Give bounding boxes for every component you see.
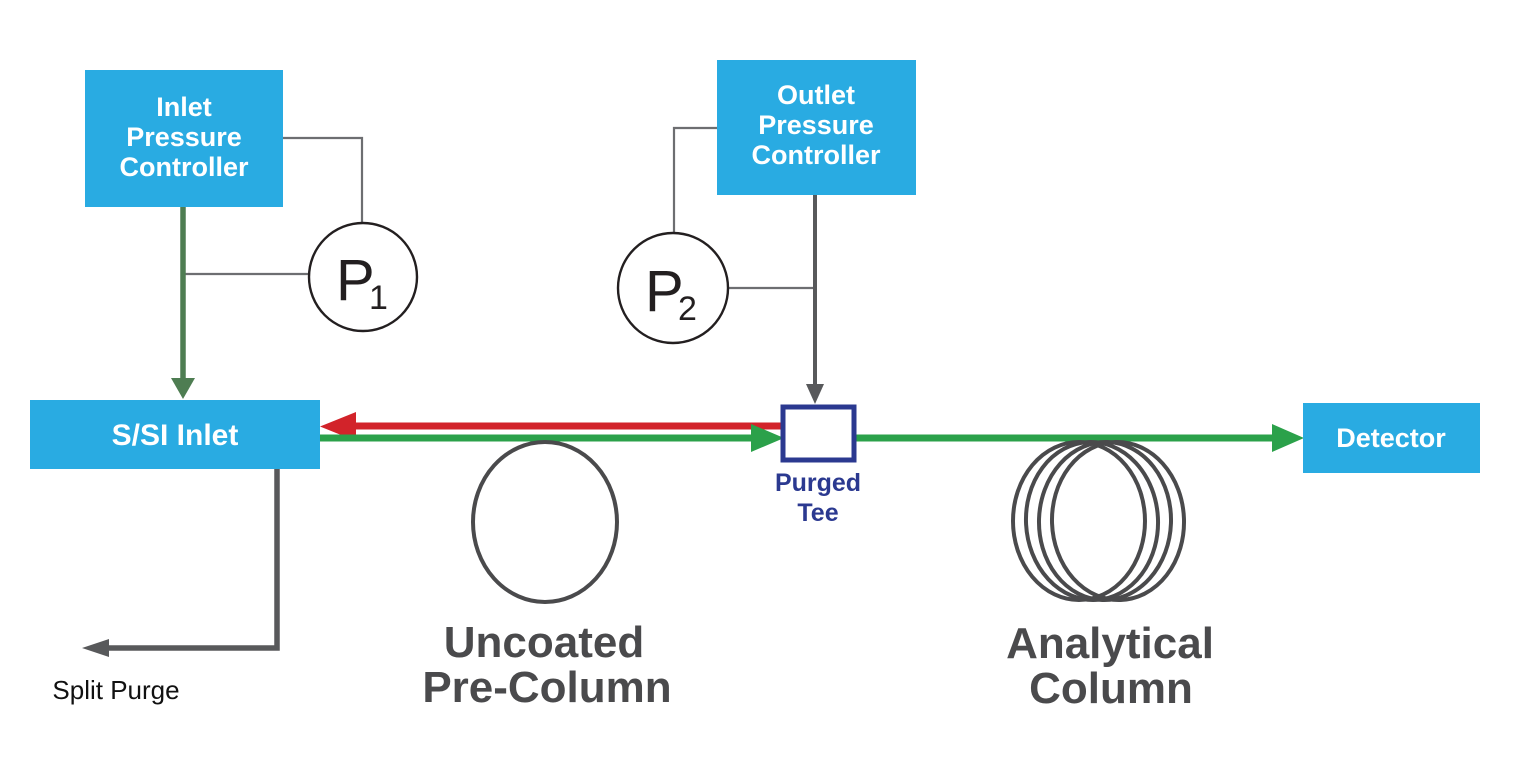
analytical-column-coil-icon (1011, 440, 1187, 602)
p1-gauge-circle-icon (307, 221, 419, 333)
split-purge-arrowhead-icon (82, 639, 109, 657)
purged-tee-label-line2: Tee (797, 499, 838, 527)
inlet-pressure-controller-box (85, 70, 283, 207)
detector-node: Detector (1303, 403, 1480, 473)
ssi-inlet-node: S/SI Inlet (30, 400, 320, 469)
outlet-pressure-controller-label-line2: Pressure (758, 110, 874, 140)
forward-flow-arrowhead-detector-icon (1272, 424, 1304, 452)
pressure-gauge-p2: P 2 (616, 231, 730, 345)
p2-gauge-letter: P (645, 259, 684, 324)
detector-box (1303, 403, 1480, 473)
uncoated-precolumn-coil-icon (471, 440, 619, 604)
purged-tee-node: Purged Tee (775, 404, 861, 527)
forward-flow-arrowhead-tee-icon (751, 424, 784, 452)
p2-gauge-circle-icon (616, 231, 730, 345)
p1-gauge-subscript: 1 (369, 279, 388, 317)
uncoated-precolumn-label-line1: Uncoated (444, 618, 644, 667)
inlet-pressure-controller-label-line2: Pressure (126, 122, 242, 152)
outlet-controller-to-p2-connector (672, 126, 717, 232)
split-purge-line (106, 469, 280, 651)
inlet-controller-to-p1-connector (283, 136, 364, 222)
purged-tee-label-line1: Purged (775, 469, 861, 497)
analytical-column-label-line1: Analytical (1006, 619, 1214, 668)
outlet-pressure-controller-node: Outlet Pressure Controller (717, 60, 916, 195)
outlet-controller-to-tee-arrowhead-icon (806, 384, 824, 404)
inlet-pressure-controller-label-line1: Inlet (156, 92, 212, 122)
p2-gauge-subscript: 2 (678, 290, 697, 328)
outlet-pressure-controller-box (717, 60, 916, 195)
outlet-pressure-controller-label-line3: Controller (751, 140, 880, 170)
ssi-inlet-label: S/SI Inlet (112, 419, 239, 452)
ssi-inlet-box (30, 400, 320, 469)
uncoated-precolumn-label-line2: Pre-Column (422, 663, 671, 712)
p1-gauge-letter: P (336, 248, 375, 313)
inlet-pressure-controller-label-line3: Controller (119, 152, 248, 182)
pressure-gauge-p1: P 1 (307, 221, 419, 333)
detector-label: Detector (1336, 423, 1446, 453)
inlet-pressure-controller-node: Inlet Pressure Controller (85, 70, 283, 207)
split-purge-label: Split Purge (52, 675, 179, 705)
outlet-pressure-controller-label-line1: Outlet (777, 80, 855, 110)
backflush-arrowhead-icon (320, 412, 356, 441)
carrier-supply-arrowhead-icon (171, 378, 195, 399)
analytical-column-label-line2: Column (1029, 664, 1193, 713)
purged-tee-box (780, 404, 857, 463)
